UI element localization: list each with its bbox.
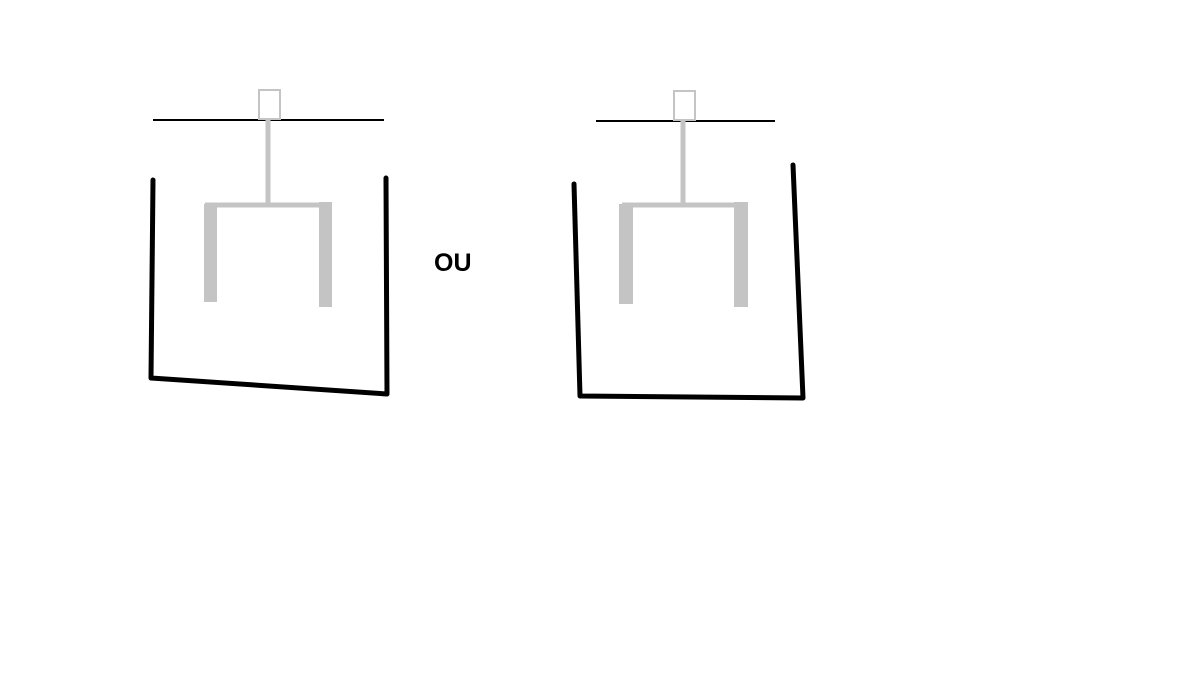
pivot-square [258,89,281,120]
figure-left [148,89,390,397]
container [148,175,390,397]
right-leg [734,202,748,307]
container [571,162,806,401]
separator-label: OU [434,249,472,277]
right-leg [319,202,332,307]
pivot-square [673,90,696,121]
left-leg [619,204,633,304]
left-leg [204,204,217,302]
figure-right [571,90,806,401]
